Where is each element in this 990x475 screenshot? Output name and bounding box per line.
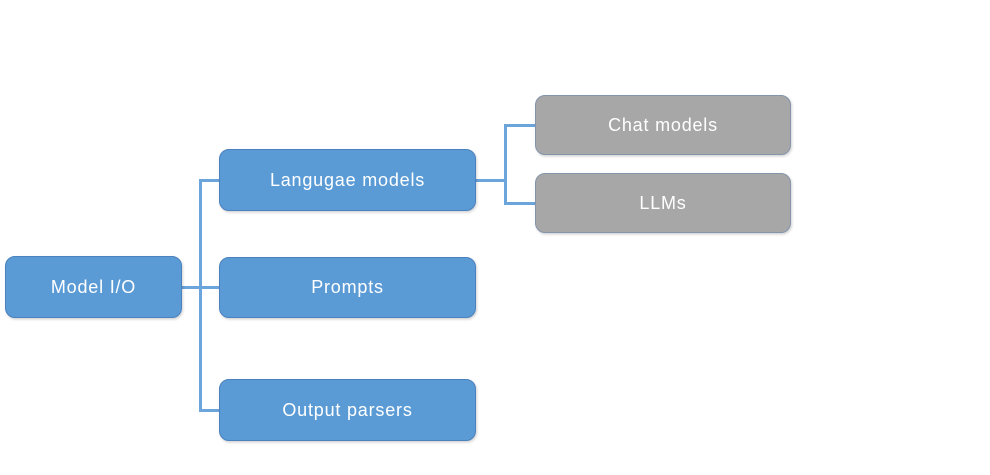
node-model-io: Model I/O	[5, 256, 182, 318]
node-prompts: Prompts	[219, 257, 476, 318]
connector-stub-language-models	[199, 179, 219, 182]
node-chat-models: Chat models	[535, 95, 791, 155]
connector-root-trunk	[199, 179, 202, 412]
node-output-parsers: Output parsers	[219, 379, 476, 441]
node-llms: LLMs	[535, 173, 791, 233]
node-language-models: Langugae models	[219, 149, 476, 211]
connector-stub-chat-models	[504, 124, 535, 127]
connector-language-horizontal	[476, 179, 505, 182]
connector-language-trunk	[504, 124, 507, 205]
connector-stub-output-parsers	[199, 409, 219, 412]
connector-stub-llms	[504, 202, 535, 205]
